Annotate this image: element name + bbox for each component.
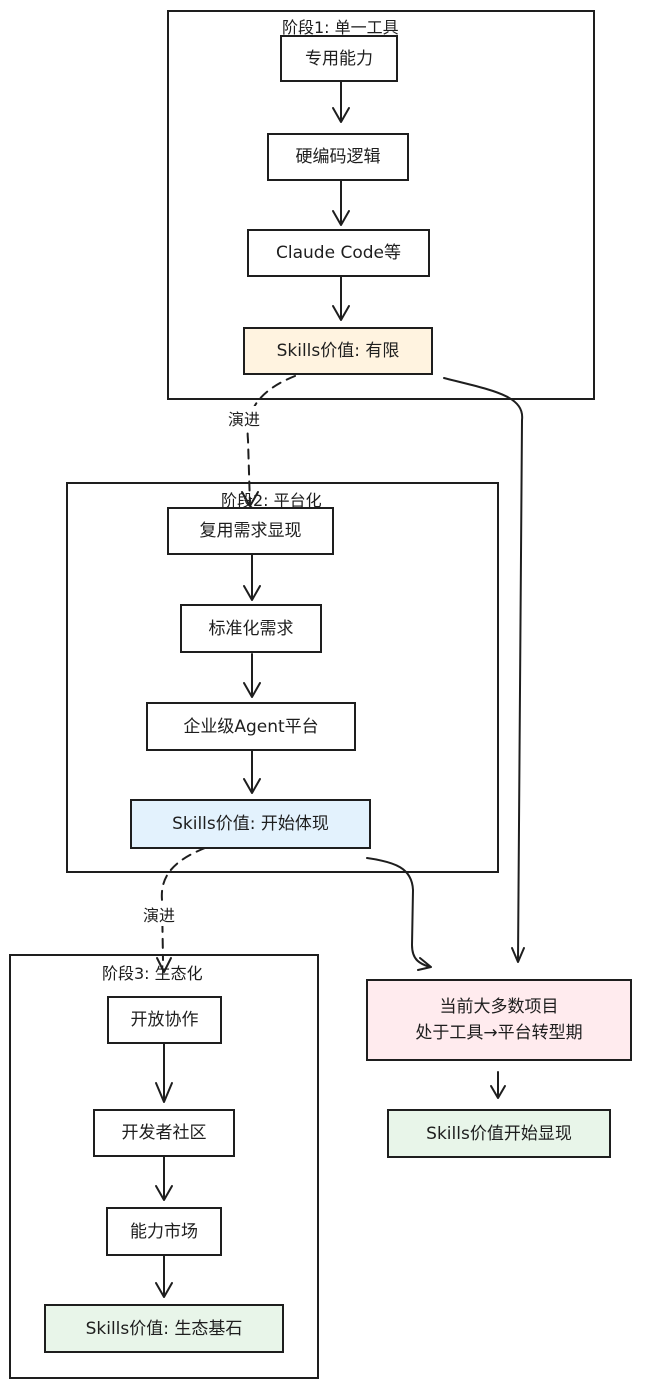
evolve-label-2: 演进 bbox=[143, 902, 176, 926]
stage-2-node-standardization[interactable]: 标准化需求 bbox=[180, 604, 322, 653]
stage-1-group bbox=[167, 10, 595, 400]
current-status-node[interactable]: 当前大多数项目 处于工具→平台转型期 bbox=[366, 979, 632, 1061]
stage-1-node-hardcoded-logic[interactable]: 硬编码逻辑 bbox=[267, 133, 409, 181]
stage-3-node-capability-market[interactable]: 能力市场 bbox=[106, 1207, 222, 1256]
current-status-line-1: 当前大多数项目 bbox=[439, 997, 559, 1017]
stage-3-node-open-collaboration[interactable]: 开放协作 bbox=[107, 996, 222, 1044]
stage-3-node-skills-value[interactable]: Skills价值: 生态基石 bbox=[44, 1304, 284, 1353]
stage-3-title: 阶段3: 生态化 bbox=[102, 964, 203, 983]
stage-1-node-skills-value[interactable]: Skills价值: 有限 bbox=[243, 327, 433, 375]
outcome-node[interactable]: Skills价值开始显现 bbox=[387, 1109, 611, 1158]
stage-3-group bbox=[9, 954, 319, 1379]
arrow-current-to-outcome bbox=[490, 1071, 506, 1099]
stage-1-node-specialized-capability[interactable]: 专用能力 bbox=[280, 35, 398, 82]
stage-1-node-claude-code[interactable]: Claude Code等 bbox=[247, 229, 430, 277]
evolve-label-1: 演进 bbox=[228, 406, 261, 430]
current-status-line-2: 处于工具→平台转型期 bbox=[415, 1023, 583, 1043]
stage-3-node-developer-community[interactable]: 开发者社区 bbox=[93, 1109, 235, 1157]
stage-2-title: 阶段2: 平台化 bbox=[221, 491, 322, 510]
stage-2-node-enterprise-agent-platform[interactable]: 企业级Agent平台 bbox=[146, 702, 356, 751]
stage-1-title: 阶段1: 单一工具 bbox=[282, 18, 399, 37]
stage-2-node-reuse-demand[interactable]: 复用需求显现 bbox=[167, 507, 334, 555]
stage-2-group bbox=[66, 482, 499, 873]
stage-2-node-skills-value[interactable]: Skills价值: 开始体现 bbox=[130, 799, 371, 849]
arrow-s2-to-current bbox=[366, 857, 432, 971]
